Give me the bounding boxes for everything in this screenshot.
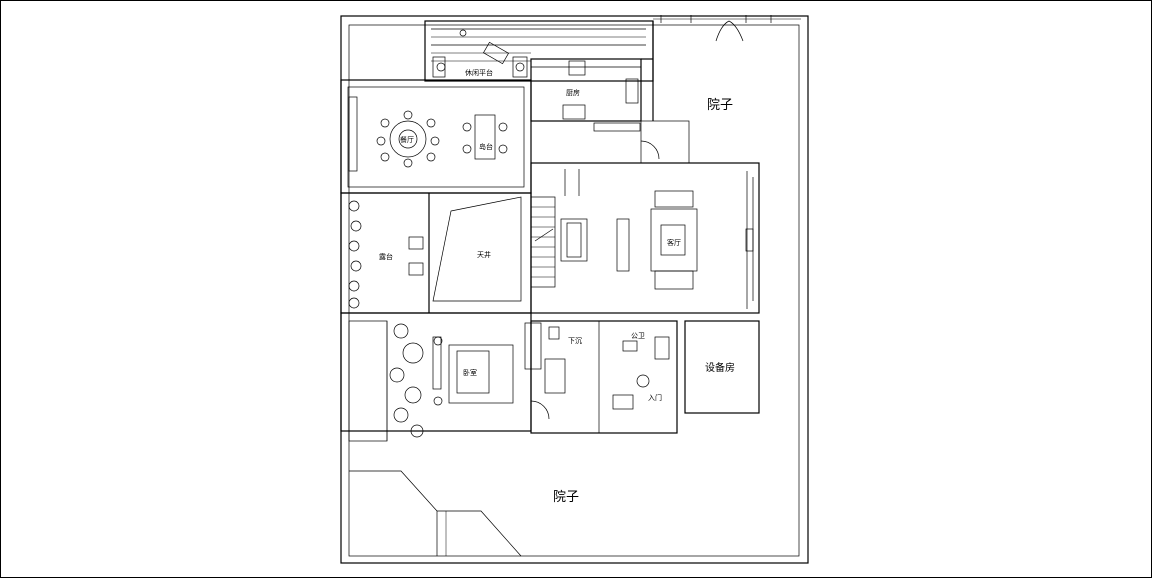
- room-label-leisure-deck: 休闲平台: [465, 68, 493, 77]
- room-label-dining: 餐厅: [400, 135, 414, 144]
- room-label-lower-hall: 下沉: [568, 337, 582, 345]
- dining-window-strip: [348, 96, 358, 172]
- dining-table: [376, 110, 440, 168]
- room-label-yard-top: 院子: [707, 98, 733, 113]
- room-label-kitchen: 厨房: [566, 88, 580, 97]
- site-boundary: [340, 15, 809, 564]
- room-label-living: 客厅: [667, 238, 681, 247]
- room-labels: 院子 院子 厨房 餐厅 岛台 休闲平台 露台 天井 客厅 卧室 下沉 公卫 入门…: [379, 68, 735, 505]
- garden-planting: [389, 323, 424, 438]
- room-label-entrance: 入门: [648, 393, 662, 402]
- room-label-equipment: 设备房: [705, 361, 735, 374]
- leisure-deck-outline: [424, 20, 654, 82]
- room-label-yard-bottom: 院子: [553, 490, 579, 505]
- room-label-island: 岛台: [479, 142, 493, 151]
- building-walls: [340, 21, 760, 557]
- room-label-public-bath: 公卫: [631, 332, 645, 340]
- room-label-terrace: 露台: [379, 252, 393, 261]
- yard-fence-top: [653, 15, 801, 42]
- room-label-bedroom: 卧室: [463, 368, 477, 377]
- room-label-atrium: 天井: [477, 250, 491, 259]
- terrace-planting: [348, 200, 424, 309]
- island-counter: [462, 114, 508, 160]
